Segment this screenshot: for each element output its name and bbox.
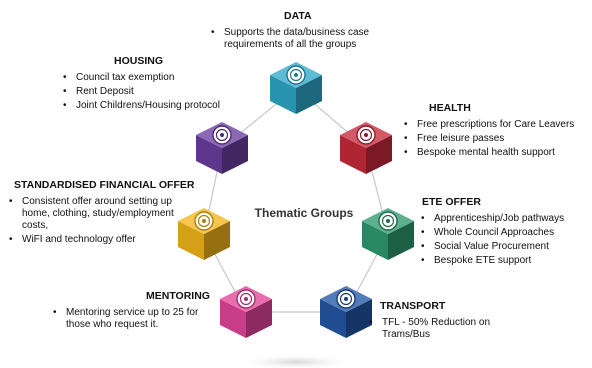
cube-ete bbox=[362, 208, 414, 260]
group-item: Mentoring service up to 25 for those who… bbox=[52, 307, 222, 331]
group-item: Apprenticeship/Job pathways bbox=[420, 213, 588, 225]
group-financial: STANDARDISED FINANCIAL OFFER Consistent … bbox=[8, 179, 196, 248]
group-item: WiFI and technology offer bbox=[8, 234, 196, 246]
group-title: HOUSING bbox=[114, 55, 164, 67]
group-items: Mentoring service up to 25 for those who… bbox=[52, 307, 222, 331]
group-item: TFL - 50% Reduction on Trams/Bus bbox=[368, 317, 518, 341]
target-icon bbox=[336, 289, 356, 309]
group-items: Free prescriptions for Care Leavers Free… bbox=[403, 119, 589, 159]
cube-health bbox=[340, 122, 392, 174]
target-icon bbox=[378, 211, 398, 231]
group-items: Apprenticeship/Job pathways Whole Counci… bbox=[420, 213, 588, 267]
group-transport: TRANSPORT TFL - 50% Reduction on Trams/B… bbox=[368, 300, 518, 343]
group-item: Supports the data/business case requirem… bbox=[210, 27, 400, 51]
target-icon bbox=[356, 125, 376, 145]
group-items: Council tax exemption Rent Deposit Joint… bbox=[62, 72, 237, 112]
group-item: Whole Council Approaches bbox=[420, 227, 588, 239]
group-items: Supports the data/business case requirem… bbox=[210, 27, 400, 51]
group-item: Rent Deposit bbox=[62, 86, 237, 98]
connector-lines bbox=[203, 87, 389, 313]
group-health: HEALTH Free prescriptions for Care Leave… bbox=[403, 102, 589, 161]
cube-data bbox=[270, 62, 322, 114]
target-icon bbox=[286, 65, 306, 85]
group-title: TRANSPORT bbox=[380, 300, 446, 312]
group-ete: ETE OFFER Apprenticeship/Job pathways Wh… bbox=[420, 196, 588, 269]
target-icon bbox=[212, 125, 232, 145]
group-title: HEALTH bbox=[429, 102, 471, 114]
group-mentoring: MENTORING Mentoring service up to 25 for… bbox=[52, 290, 222, 333]
target-icon bbox=[236, 289, 256, 309]
group-items: Consistent offer around setting up home,… bbox=[8, 196, 196, 246]
group-housing: HOUSING Council tax exemption Rent Depos… bbox=[62, 55, 237, 114]
group-item: Free prescriptions for Care Leavers bbox=[403, 119, 589, 131]
group-title: ETE OFFER bbox=[422, 196, 481, 208]
group-item: Free leisure passes bbox=[403, 133, 589, 145]
group-title: MENTORING bbox=[146, 290, 210, 302]
group-item: Joint Childrens/Housing protocol bbox=[62, 100, 237, 112]
group-item: Social Value Procurement bbox=[420, 241, 588, 253]
group-item: Bespoke ETE support bbox=[420, 255, 588, 267]
group-item: Council tax exemption bbox=[62, 72, 237, 84]
group-title: DATA bbox=[284, 10, 312, 22]
group-item: Consistent offer around setting up home,… bbox=[8, 196, 196, 232]
cube-transport bbox=[320, 286, 372, 338]
target-icon bbox=[194, 211, 214, 231]
cube-housing bbox=[196, 122, 248, 174]
center-label: Thematic Groups bbox=[254, 206, 354, 220]
group-items: TFL - 50% Reduction on Trams/Bus bbox=[368, 317, 518, 341]
cube-mentoring bbox=[220, 286, 272, 338]
group-title: STANDARDISED FINANCIAL OFFER bbox=[14, 179, 195, 191]
group-data: DATA Supports the data/business case req… bbox=[210, 10, 400, 53]
cube-group bbox=[178, 62, 414, 338]
group-item: Bespoke mental health support bbox=[403, 147, 589, 159]
floor-shadow bbox=[236, 354, 356, 368]
